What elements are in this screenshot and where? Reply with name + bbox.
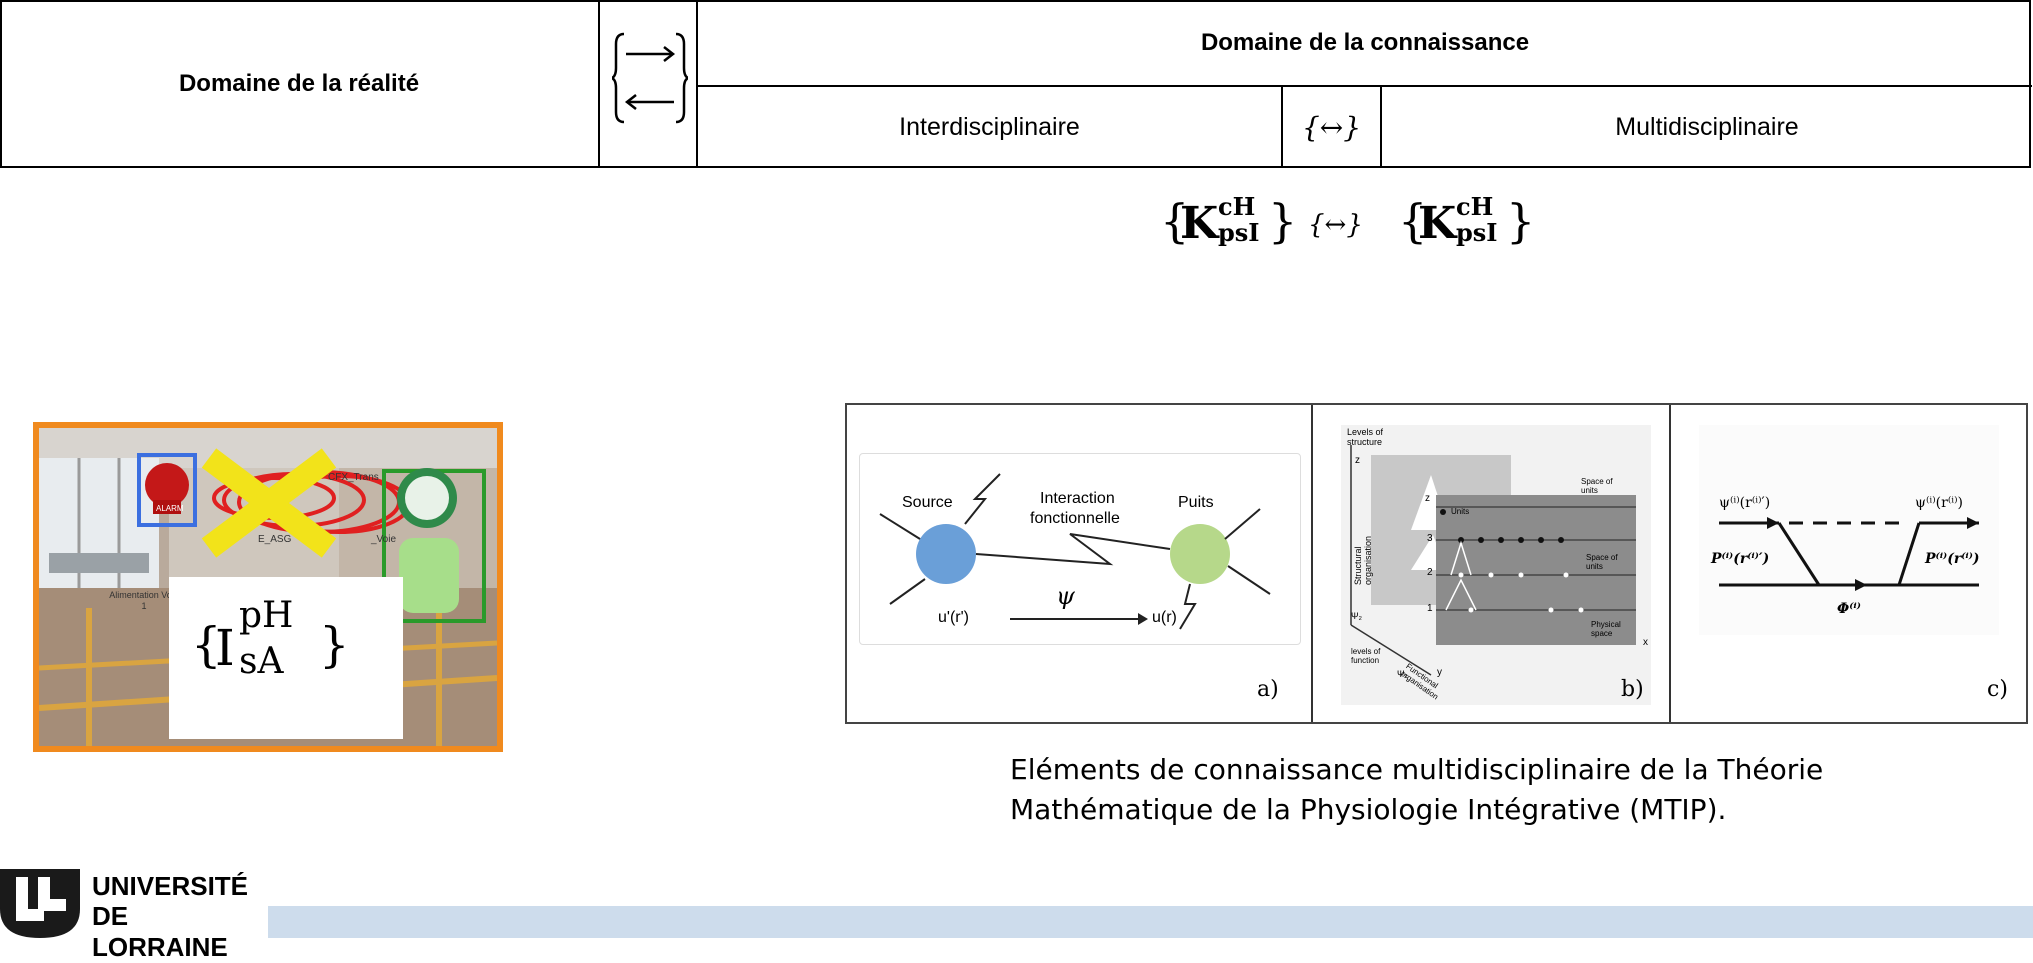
footer-bar <box>268 906 2033 938</box>
u-prime-label: u'(r') <box>938 609 969 626</box>
formula-sub: psI <box>1456 218 1498 247</box>
interdisciplinary-header: Interdisciplinaire <box>899 113 1080 141</box>
brace-close: } <box>1506 194 1536 248</box>
formula-base: K <box>1418 198 1457 249</box>
panel-a: Source Interaction fonctionnelle Puits ψ… <box>859 453 1301 645</box>
interaction-label: Interaction <box>1040 490 1115 507</box>
p-right-label: P⁽ⁱ⁾(r⁽ⁱ⁾) <box>1925 551 1980 567</box>
panel-a-diagram <box>879 473 1271 630</box>
formula-middle: {↔} <box>1308 210 1363 240</box>
brace-close: } <box>1268 194 1298 248</box>
levels-function-label: levels of function <box>1351 647 1381 665</box>
logo-line: DE LORRAINE <box>92 901 228 962</box>
physical-space-label: Physical space <box>1591 620 1621 638</box>
formula-sub: sA <box>239 641 284 682</box>
formula-sup: cH <box>1456 192 1494 221</box>
photo-label: E_ASG <box>258 534 292 545</box>
puits-label: Puits <box>1178 494 1214 511</box>
brace-open: { <box>1160 194 1190 248</box>
u-label: u(r) <box>1152 609 1177 626</box>
psi-left-label: ψ⁽ⁱ⁾(r⁽ⁱ⁾′) <box>1719 495 1771 511</box>
divider <box>598 0 600 168</box>
brace-close: } <box>319 617 350 673</box>
psi-label: ψ <box>1056 582 1075 610</box>
figure-caption: Eléments de connaissance multidisciplina… <box>1010 750 1823 830</box>
structural-label: Structural organisation <box>1353 535 1373 585</box>
caption-line: Mathématique de la Physiologie Intégrati… <box>1010 793 1727 826</box>
exchange-symbol: {↔} <box>1301 111 1362 144</box>
knowledge-formula: { K cH psI } {↔} { K cH psI } <box>1160 190 1540 260</box>
x-label: x <box>1643 637 1648 648</box>
photo-formula-box: { I pH sA } <box>169 577 403 739</box>
university-logo: UNIVERSITÉ DE LORRAINE <box>0 865 260 962</box>
lab-photo: ALARM Alimentation Voie 1 CFX_Trans E_AS… <box>33 422 503 752</box>
brace-open: { <box>191 617 222 673</box>
source-label: Source <box>902 494 953 511</box>
space-units-label: Space of units <box>1581 477 1613 495</box>
divider <box>696 85 2032 87</box>
multidisciplinary-header: Multidisciplinaire <box>1615 113 1799 141</box>
mtip-figure: Source Interaction fonctionnelle Puits ψ… <box>845 403 2028 724</box>
logo-line: UNIVERSITÉ <box>92 871 249 901</box>
level-number: 3 <box>1427 533 1433 544</box>
fonctionnelle-label: fonctionnelle <box>1030 510 1120 527</box>
divider <box>1669 405 1671 722</box>
brace-open: { <box>1398 194 1428 248</box>
reality-domain-header: Domaine de la réalité <box>178 70 420 97</box>
header-table <box>0 0 2031 168</box>
psi2-label: Ψ₂ <box>1351 611 1363 621</box>
alarm-label: ALARM <box>156 504 184 513</box>
formula-sup: pH <box>239 595 294 636</box>
units-label: Units <box>1451 507 1470 516</box>
direction-arrows-icon <box>612 32 688 124</box>
divider <box>1281 85 1283 168</box>
space-units-label: Space of units <box>1586 553 1618 571</box>
level-number: 2 <box>1427 567 1433 578</box>
panel-b-diagram <box>1341 425 1651 705</box>
psi1-label: Ψ₁ <box>1397 669 1408 679</box>
photo-label: _Voie <box>371 534 397 545</box>
panel-tag: a) <box>1257 677 1279 702</box>
caption-line: Eléments de connaissance multidisciplina… <box>1010 753 1824 786</box>
psi-right-label: ψ⁽ⁱ⁾(r⁽ⁱ⁾) <box>1915 495 1963 511</box>
panel-c: ψ⁽ⁱ⁾(r⁽ⁱ⁾′) ψ⁽ⁱ⁾(r⁽ⁱ⁾) P⁽ⁱ⁾(r⁽ⁱ⁾′) P⁽ⁱ⁾(… <box>1679 415 2019 715</box>
divider <box>696 0 698 168</box>
formula-sub: psI <box>1218 218 1260 247</box>
panel-b: Levels of structure z z Structural organ… <box>1321 415 1661 715</box>
formula-base: K <box>1180 198 1219 249</box>
logo-emblem-icon <box>0 869 80 938</box>
photo-label: CFX_Trans <box>328 472 379 483</box>
knowledge-domain-header: Domaine de la connaissance <box>1200 28 1530 56</box>
panel-c-diagram <box>1699 425 1999 635</box>
sign-text: Alimentation Voie 1 <box>109 590 179 611</box>
panel-tag: b) <box>1621 677 1644 702</box>
divider <box>1380 85 1382 168</box>
formula-sup: cH <box>1218 192 1256 221</box>
level-number: 1 <box>1427 603 1433 614</box>
z-label: z <box>1425 493 1430 504</box>
y-label: y <box>1437 667 1442 678</box>
formula-base: I <box>215 619 235 677</box>
phi-label: Φ⁽ⁱ⁾ <box>1837 601 1861 617</box>
divider <box>1311 405 1313 722</box>
levels-structure-label: Levels of structure <box>1347 427 1384 447</box>
z-label: z <box>1355 455 1360 466</box>
p-left-label: P⁽ⁱ⁾(r⁽ⁱ⁾′) <box>1711 551 1770 567</box>
panel-tag: c) <box>1987 677 2008 702</box>
